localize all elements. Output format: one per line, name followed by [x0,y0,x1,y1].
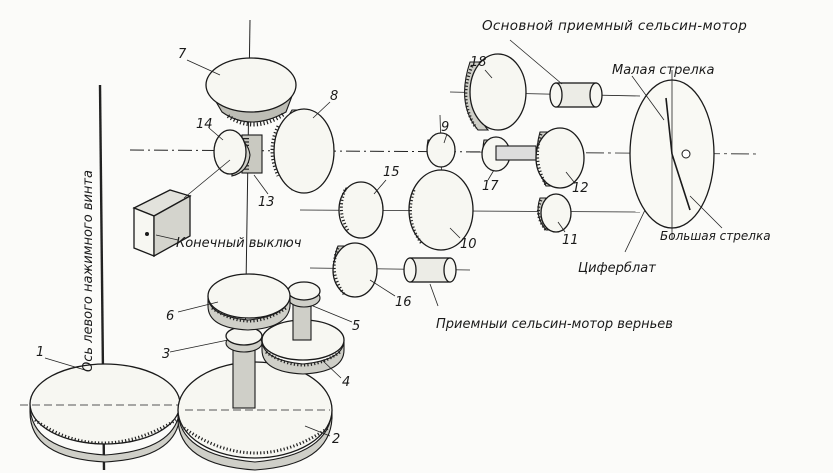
gear-3 [225,326,263,409]
part-numbers: 1 2 3 4 5 6 7 8 9 10 11 12 13 14 15 16 1… [36,47,589,447]
small-hand-line [665,97,673,155]
gear-8 [270,108,335,194]
big-hand-line [671,153,691,211]
label-7: 7 [178,47,187,62]
label-11: 11 [562,233,579,248]
dial [629,70,715,240]
small-hand-caption: Малая стрелка [612,63,715,78]
gear-16 [332,242,378,298]
label-18: 18 [470,55,487,70]
label-4: 4 [342,375,350,390]
label-16: 16 [395,295,412,310]
main-selsyn-caption: Основной приемный сельсин-мотор [482,18,747,34]
gear-17 [481,136,537,172]
gear-10 [408,169,474,251]
vernier-selsyn-caption: Приемныи сельсин-мотор верньев [436,317,673,332]
limit-switch-box [132,159,231,258]
label-15: 15 [383,165,400,180]
screw-axis-caption: Ось левого нажимного винта [81,170,96,372]
captions: Основной приемный сельсин-мотор Малая ст… [81,18,771,372]
label-3: 3 [162,347,170,362]
gear-1 [20,363,190,463]
gear-9 [426,132,456,168]
label-17: 17 [482,179,499,194]
shaft-14-8 [129,149,501,153]
label-12: 12 [572,181,589,196]
label-6: 6 [166,309,174,324]
big-hand-caption: Большая стрелка [660,229,771,243]
label-5: 5 [352,319,360,334]
label-9: 9 [441,120,449,135]
gear-14 [213,129,251,177]
label-14: 14 [196,117,213,132]
label-10: 10 [460,237,477,252]
label-2: 2 [332,432,340,447]
limit-switch-caption: Конечный выключ [176,236,302,251]
gear-7 [205,57,297,127]
label-1: 1 [36,345,44,360]
gear-18 [464,53,527,131]
dial-caption: Циферблат [578,261,656,276]
label-8: 8 [330,89,338,104]
label-13: 13 [258,195,275,210]
gear-2 [177,361,333,471]
vernier-selsyn-motor [403,257,457,283]
gear-15 [338,181,384,239]
main-selsyn-motor [549,82,603,108]
gear-6 [207,273,291,331]
leader-lines [44,39,723,437]
gear-11 [536,193,572,233]
gear-12 [535,127,585,189]
